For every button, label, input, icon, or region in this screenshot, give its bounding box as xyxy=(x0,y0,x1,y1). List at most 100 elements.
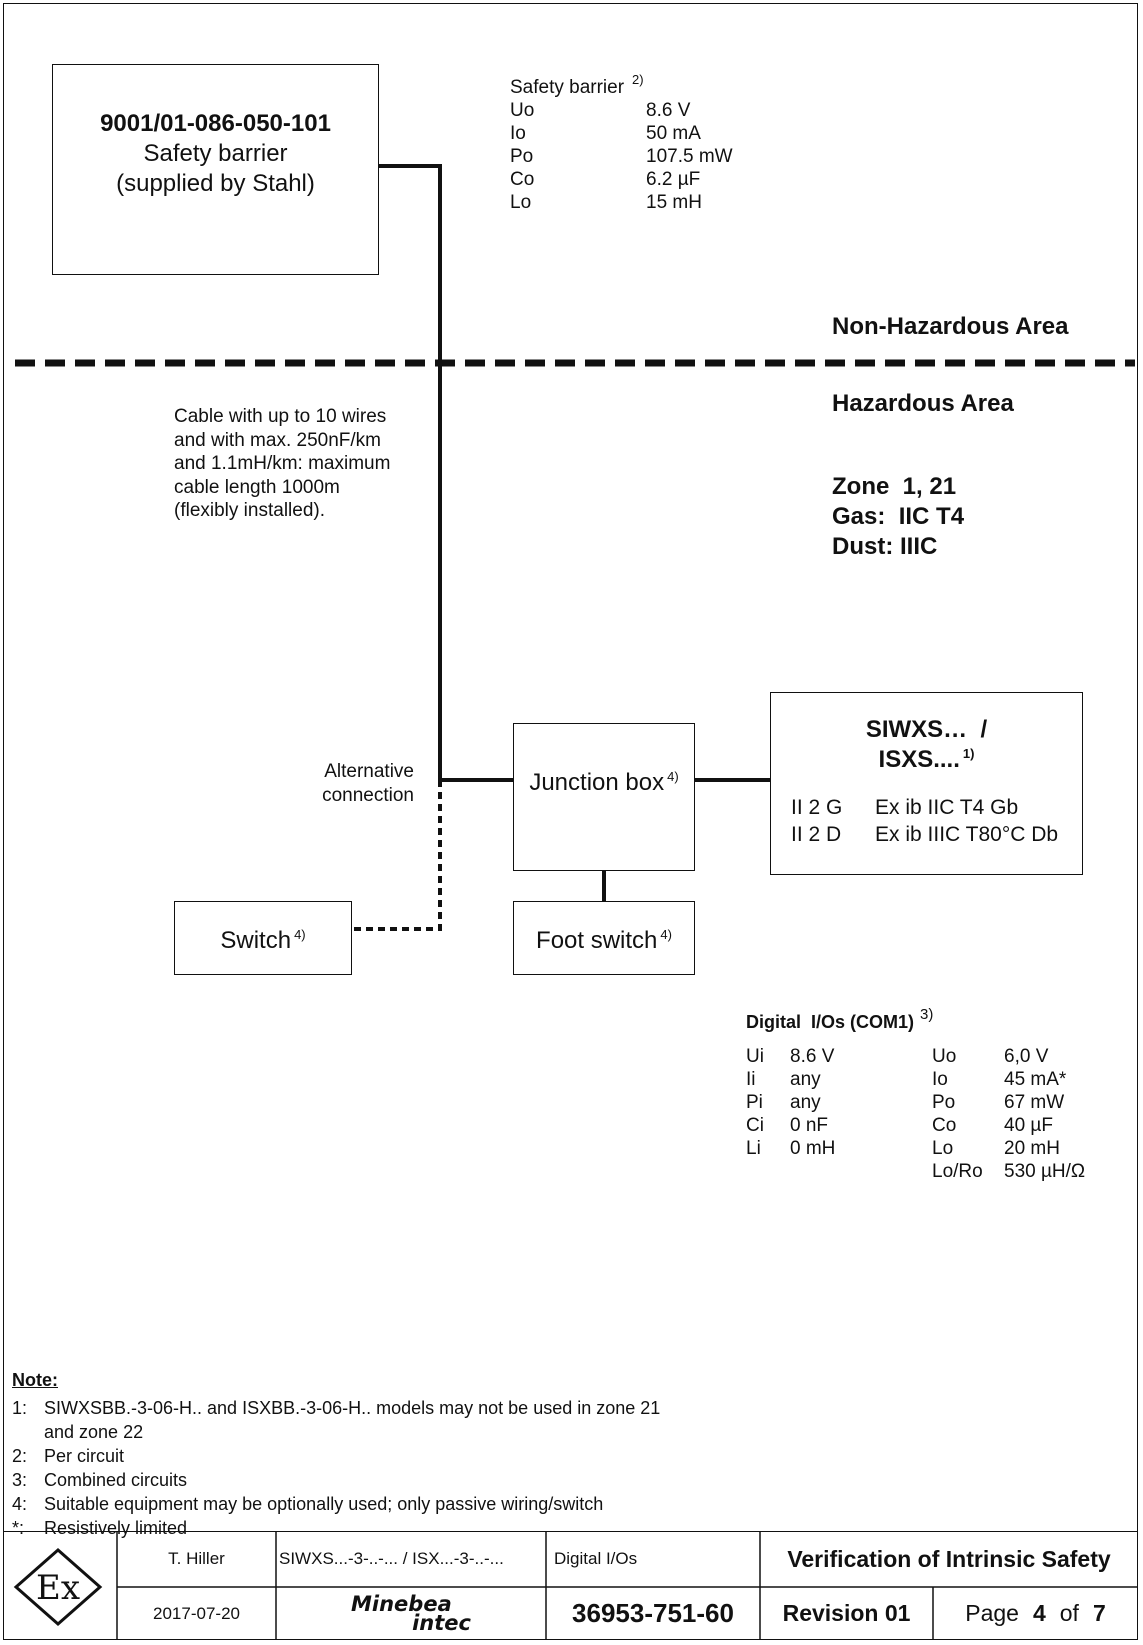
footer-title: Verification of Intrinsic Safety xyxy=(760,1531,1138,1587)
ex-hexagon-icon: Ex xyxy=(13,1548,103,1626)
io-input-param-name: Pi xyxy=(746,1092,763,1113)
note-text: and zone 22 xyxy=(44,1422,144,1442)
io-output-param-name: Co xyxy=(932,1115,957,1136)
note-key: 1: xyxy=(12,1398,28,1418)
junction-box-label: Junction box xyxy=(529,769,665,796)
io-output-param-value: 6,0 V xyxy=(1004,1046,1049,1067)
device-marking1-protection: Ex ib IIC T4 Gb xyxy=(875,796,1019,819)
alternative-connection-label: Alternative connection xyxy=(300,760,414,808)
io-output-param-value: 45 mA* xyxy=(1004,1069,1067,1090)
foot-switch-label: Foot switch xyxy=(536,927,658,954)
page-frame xyxy=(3,3,1138,1640)
device-model-line2: ISXS.... xyxy=(878,746,960,773)
device-marking1-group: II 2 G xyxy=(791,796,843,819)
title-block xyxy=(3,1531,1138,1640)
barrier-param-name: Lo xyxy=(510,192,532,213)
note-item: 3: Combined circuits xyxy=(12,1468,660,1492)
io-input-param-value: any xyxy=(790,1092,821,1113)
io-input-param-name: Ui xyxy=(746,1046,764,1067)
note-key: *: xyxy=(12,1518,25,1538)
barrier-params-title: Safety barrier xyxy=(510,77,625,98)
page-total: 7 xyxy=(1092,1600,1106,1626)
page-label: Page xyxy=(965,1600,1019,1626)
notes-section: Note: 1: SIWXSBB.-3-06-H.. and ISXBB.-3-0… xyxy=(12,1368,660,1540)
revision-text: Revision 01 xyxy=(782,1600,911,1626)
notes-list: 1: SIWXSBB.-3-06-H.. and ISXBB.-3-06-H.. … xyxy=(12,1396,660,1540)
doc-number-text: 36953-751-60 xyxy=(572,1598,734,1628)
note-text: Per circuit xyxy=(44,1446,125,1466)
io-input-param-name: Li xyxy=(746,1138,761,1159)
notes-heading: Note: xyxy=(12,1370,58,1390)
subject-text: Digital I/Os xyxy=(554,1549,638,1568)
device-box: SIWXS… / ISXS....1) II 2 G Ex ib IIC T4 … xyxy=(770,692,1083,875)
io-input-param-name: Ii xyxy=(746,1069,756,1090)
barrier-param-value: 107.5 mW xyxy=(646,146,733,167)
cable-note-line: Cable with up to 10 wires xyxy=(174,406,387,427)
cable-note: Cable with up to 10 wires and with max. … xyxy=(174,405,390,523)
author-text: T. Hiller xyxy=(168,1549,225,1568)
barrier-param-value: 8.6 V xyxy=(646,100,691,121)
gas-label: Gas: IIC T4 xyxy=(832,503,965,530)
ex-logo: Ex xyxy=(12,1547,104,1627)
non-hazardous-area-label: Non-Hazardous Area xyxy=(832,313,1069,340)
barrier-params-note-ref: 2) xyxy=(632,72,644,87)
digital-ios-title: Digital I/Os (COM1) xyxy=(746,1012,915,1032)
note-item: 1: SIWXSBB.-3-06-H.. and ISXBB.-3-06-H.. … xyxy=(12,1396,660,1420)
document-title: Verification of Intrinsic Safety xyxy=(787,1545,1111,1572)
models-text: SIWXS...-3-..-... / ISX...-3-..-... xyxy=(279,1549,504,1568)
footer-subject: Digital I/Os xyxy=(554,1531,760,1587)
dust-label: Dust: IIIC xyxy=(832,533,938,560)
company-logo-line1: Minebea xyxy=(351,1591,452,1616)
note-key: 3: xyxy=(12,1470,28,1490)
note-text: Combined circuits xyxy=(44,1470,188,1490)
foot-switch-note-ref: 4) xyxy=(660,927,672,942)
company-logo-line2: intec xyxy=(412,1610,471,1635)
switch-note-ref: 4) xyxy=(294,927,306,942)
io-output-param-value: 530 µH/Ω xyxy=(1004,1161,1086,1182)
io-output-param-name: Uo xyxy=(932,1046,957,1067)
junction-box-note-ref: 4) xyxy=(667,769,679,784)
device-marking2-group: II 2 D xyxy=(791,823,842,846)
barrier-params: Safety barrier 2) Uo 8.6 V Io 50 mA Po 107.5 m… xyxy=(510,73,733,214)
cable-note-line: and 1.1mH/km: maximum xyxy=(174,453,391,474)
date-text: 2017-07-20 xyxy=(153,1603,240,1623)
io-input-param-value: 0 mH xyxy=(790,1138,836,1159)
hazardous-area-label: Hazardous Area xyxy=(832,390,1014,417)
barrier-param-name: Io xyxy=(510,123,526,144)
alt-connection-line: connection xyxy=(322,785,414,806)
io-output-param-name: Io xyxy=(932,1069,948,1090)
device-note-ref: 1) xyxy=(962,746,975,761)
cable-note-line: cable length 1000m xyxy=(174,476,340,498)
ex-logo-text: Ex xyxy=(36,1568,80,1608)
alternative-connection-line xyxy=(352,780,442,931)
io-output-param-name: Po xyxy=(932,1092,956,1113)
barrier-box-label: Safety barrier xyxy=(143,140,288,167)
device-marking2-protection: Ex ib IIIC T80°C Db xyxy=(875,823,1059,846)
footer-models: SIWXS...-3-..-... / ISX...-3-..-... xyxy=(279,1531,546,1587)
alt-connection-line: Alternative xyxy=(324,761,414,782)
barrier-param-value: 50 mA xyxy=(646,123,701,144)
io-input-param-value: any xyxy=(790,1069,821,1090)
io-output-param-value: 40 µF xyxy=(1004,1115,1053,1136)
digital-ios-title-row: Digital I/Os (COM1)3) xyxy=(746,1007,933,1034)
company-logo: Minebea intec xyxy=(276,1587,546,1640)
barrier-param-name: Uo xyxy=(510,100,535,121)
note-text: Resistively limited xyxy=(44,1518,188,1538)
barrier-param-value: 15 mH xyxy=(646,192,702,213)
footer-date: 2017-07-20 xyxy=(117,1587,276,1640)
note-text: SIWXSBB.-3-06-H.. and ISXBB.-3-06-H.. mo… xyxy=(44,1398,661,1418)
io-input-param-value: 8.6 V xyxy=(790,1046,835,1067)
barrier-param-name: Po xyxy=(510,146,534,167)
footer-author: T. Hiller xyxy=(117,1531,276,1587)
barrier-box-supplier: (supplied by Stahl) xyxy=(116,170,315,197)
cable-note-line: and with max. 250nF/km xyxy=(174,429,381,451)
note-item: and zone 22 xyxy=(12,1420,660,1444)
barrier-param-name: Co xyxy=(510,169,535,190)
